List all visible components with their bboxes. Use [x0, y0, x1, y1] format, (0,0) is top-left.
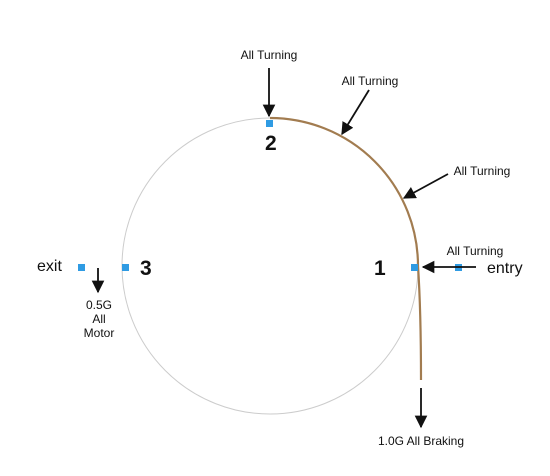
point-3-number: 3 [140, 257, 152, 280]
upper-turning-label: All Turning [342, 74, 399, 88]
motor-label-line-2: All [92, 312, 105, 326]
top-turning-label: All Turning [241, 48, 298, 62]
mid-turning-arrow [402, 173, 449, 199]
entry-turning-label: All Turning [447, 244, 504, 258]
braking-label: 1.0G All Braking [378, 434, 464, 448]
point-1-marker [411, 264, 418, 271]
exit-label: exit [37, 258, 62, 275]
upper-turning-arrow [341, 89, 370, 136]
point-1-number: 1 [374, 257, 386, 280]
point-2-marker [266, 120, 273, 127]
point-2-number: 2 [265, 132, 277, 155]
exit-marker [78, 264, 85, 271]
point-3-marker [122, 264, 129, 271]
mid-turning-label: All Turning [454, 164, 511, 178]
motor-label-line-1: 0.5G [86, 298, 112, 312]
motor-label-line-3: Motor [84, 326, 115, 340]
entry-label: entry [487, 260, 523, 277]
driven-path [269, 116, 423, 381]
